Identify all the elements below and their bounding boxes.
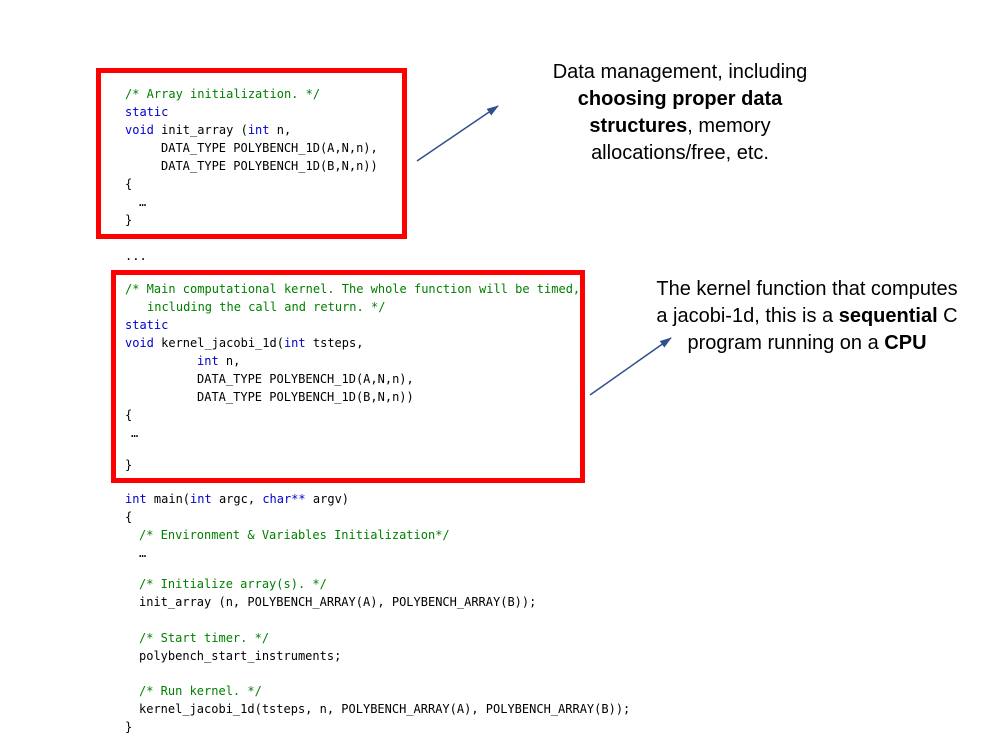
code-comment: /* Array initialization. */ xyxy=(125,87,321,101)
callout-kernel-function: The kernel function that computes a jaco… xyxy=(632,276,982,357)
code-text: argv) xyxy=(305,492,350,506)
code-keyword: int xyxy=(283,336,306,350)
callout-bold: sequential xyxy=(838,305,938,327)
callout-text: C xyxy=(937,305,958,327)
code-line: { xyxy=(125,408,133,422)
code-comment: /* Run kernel. */ xyxy=(139,684,262,698)
code-line: } xyxy=(125,458,133,472)
code-line: { xyxy=(125,177,133,191)
callout-bold: choosing proper data xyxy=(577,88,783,110)
callout-line: Data management, including xyxy=(552,61,808,83)
callout-text: program running on a xyxy=(687,332,885,354)
code-line: } xyxy=(125,213,133,227)
code-comment: including the call and return. */ xyxy=(147,300,386,314)
code-keyword: int xyxy=(125,492,147,506)
code-line: } xyxy=(125,720,133,734)
code-keyword: static xyxy=(125,105,169,119)
code-line: DATA_TYPE POLYBENCH_1D(A,N,n), xyxy=(197,372,414,386)
callout-line: allocations/free, etc. xyxy=(591,142,769,164)
code-text: n, xyxy=(218,354,241,368)
code-keyword: void xyxy=(125,123,154,137)
code-line: init_array (n, POLYBENCH_ARRAY(A), POLYB… xyxy=(139,595,537,609)
code-keyword: int xyxy=(190,492,212,506)
code-comment: /* Start timer. */ xyxy=(139,631,270,645)
callout-text: , memory xyxy=(687,115,771,137)
callout-line: choosing proper data xyxy=(520,86,840,113)
code-text: argc, xyxy=(211,492,263,506)
code-line: … xyxy=(139,546,147,560)
code-keyword: static xyxy=(125,318,169,332)
callout-bold: CPU xyxy=(884,332,927,354)
code-line: int n, xyxy=(197,352,240,370)
callout-bold: structures xyxy=(589,115,688,137)
highlight-box-init-array xyxy=(96,68,407,239)
code-line: … xyxy=(131,426,139,440)
arrow-to-callout-data-management xyxy=(416,105,499,162)
code-line: … xyxy=(139,195,147,209)
code-comment: /* Initialize array(s). */ xyxy=(139,577,327,591)
callout-line: The kernel function that computes xyxy=(656,278,958,300)
code-text: n, xyxy=(269,123,292,137)
callout-line: program running on a CPU xyxy=(632,330,982,357)
code-comment: /* Environment & Variables Initializatio… xyxy=(139,528,450,542)
code-line: DATA_TYPE POLYBENCH_1D(B,N,n)) xyxy=(197,390,414,404)
code-text: main( xyxy=(146,492,191,506)
callout-line: a jacobi-1d, this is a sequential C xyxy=(632,303,982,330)
code-text: tsteps, xyxy=(305,336,364,350)
code-keyword: int xyxy=(197,354,219,368)
code-keyword: char** xyxy=(262,492,306,506)
code-comment: /* Main computational kernel. The whole … xyxy=(125,282,581,296)
code-line: { xyxy=(125,510,133,524)
callout-data-management: Data management, including choosing prop… xyxy=(520,59,840,167)
code-line: polybench_start_instruments; xyxy=(139,649,342,663)
code-keyword: void xyxy=(125,336,154,350)
code-line: void init_array (int n, xyxy=(125,121,291,139)
code-separator: ... xyxy=(125,249,147,263)
code-line: DATA_TYPE POLYBENCH_1D(B,N,n)) xyxy=(161,159,378,173)
callout-text: a jacobi-1d, this is a xyxy=(656,305,839,327)
code-line: kernel_jacobi_1d(tsteps, n, POLYBENCH_AR… xyxy=(139,702,631,716)
code-text: init_array ( xyxy=(153,123,248,137)
highlight-box-kernel xyxy=(111,270,585,483)
code-line: void kernel_jacobi_1d(int tsteps, xyxy=(125,334,363,352)
code-line: int main(int argc, char** argv) xyxy=(125,490,349,508)
code-line: DATA_TYPE POLYBENCH_1D(A,N,n), xyxy=(161,141,378,155)
code-text: kernel_jacobi_1d( xyxy=(153,336,284,350)
callout-line: structures, memory xyxy=(520,113,840,140)
code-keyword: int xyxy=(247,123,270,137)
